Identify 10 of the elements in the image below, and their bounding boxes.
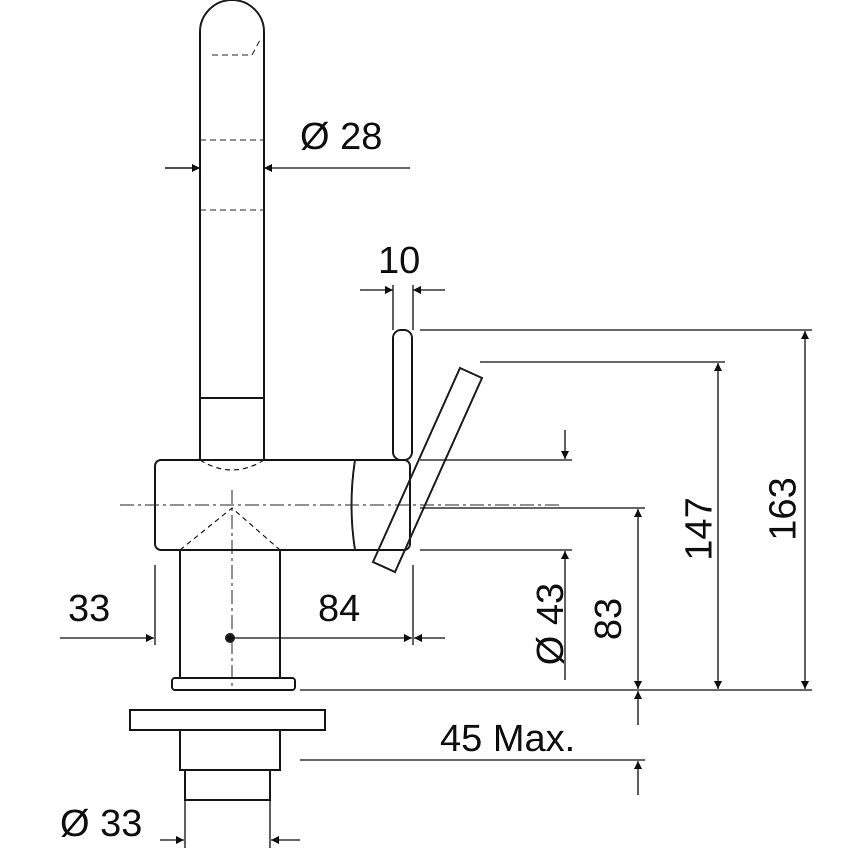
dimension-label: 84: [318, 590, 360, 628]
dimension-label: 147: [680, 497, 719, 561]
dimension-label: 45 Max.: [440, 720, 576, 758]
dimension-label: 83: [590, 598, 628, 640]
dimension-label: 163: [764, 477, 803, 541]
dimension-label: Ø 43: [532, 582, 570, 666]
dimension-label: Ø 33: [60, 805, 142, 843]
dimension-label: Ø 28: [300, 118, 382, 156]
dimension-label: 10: [378, 242, 420, 280]
dimension-label: 33: [68, 590, 110, 628]
